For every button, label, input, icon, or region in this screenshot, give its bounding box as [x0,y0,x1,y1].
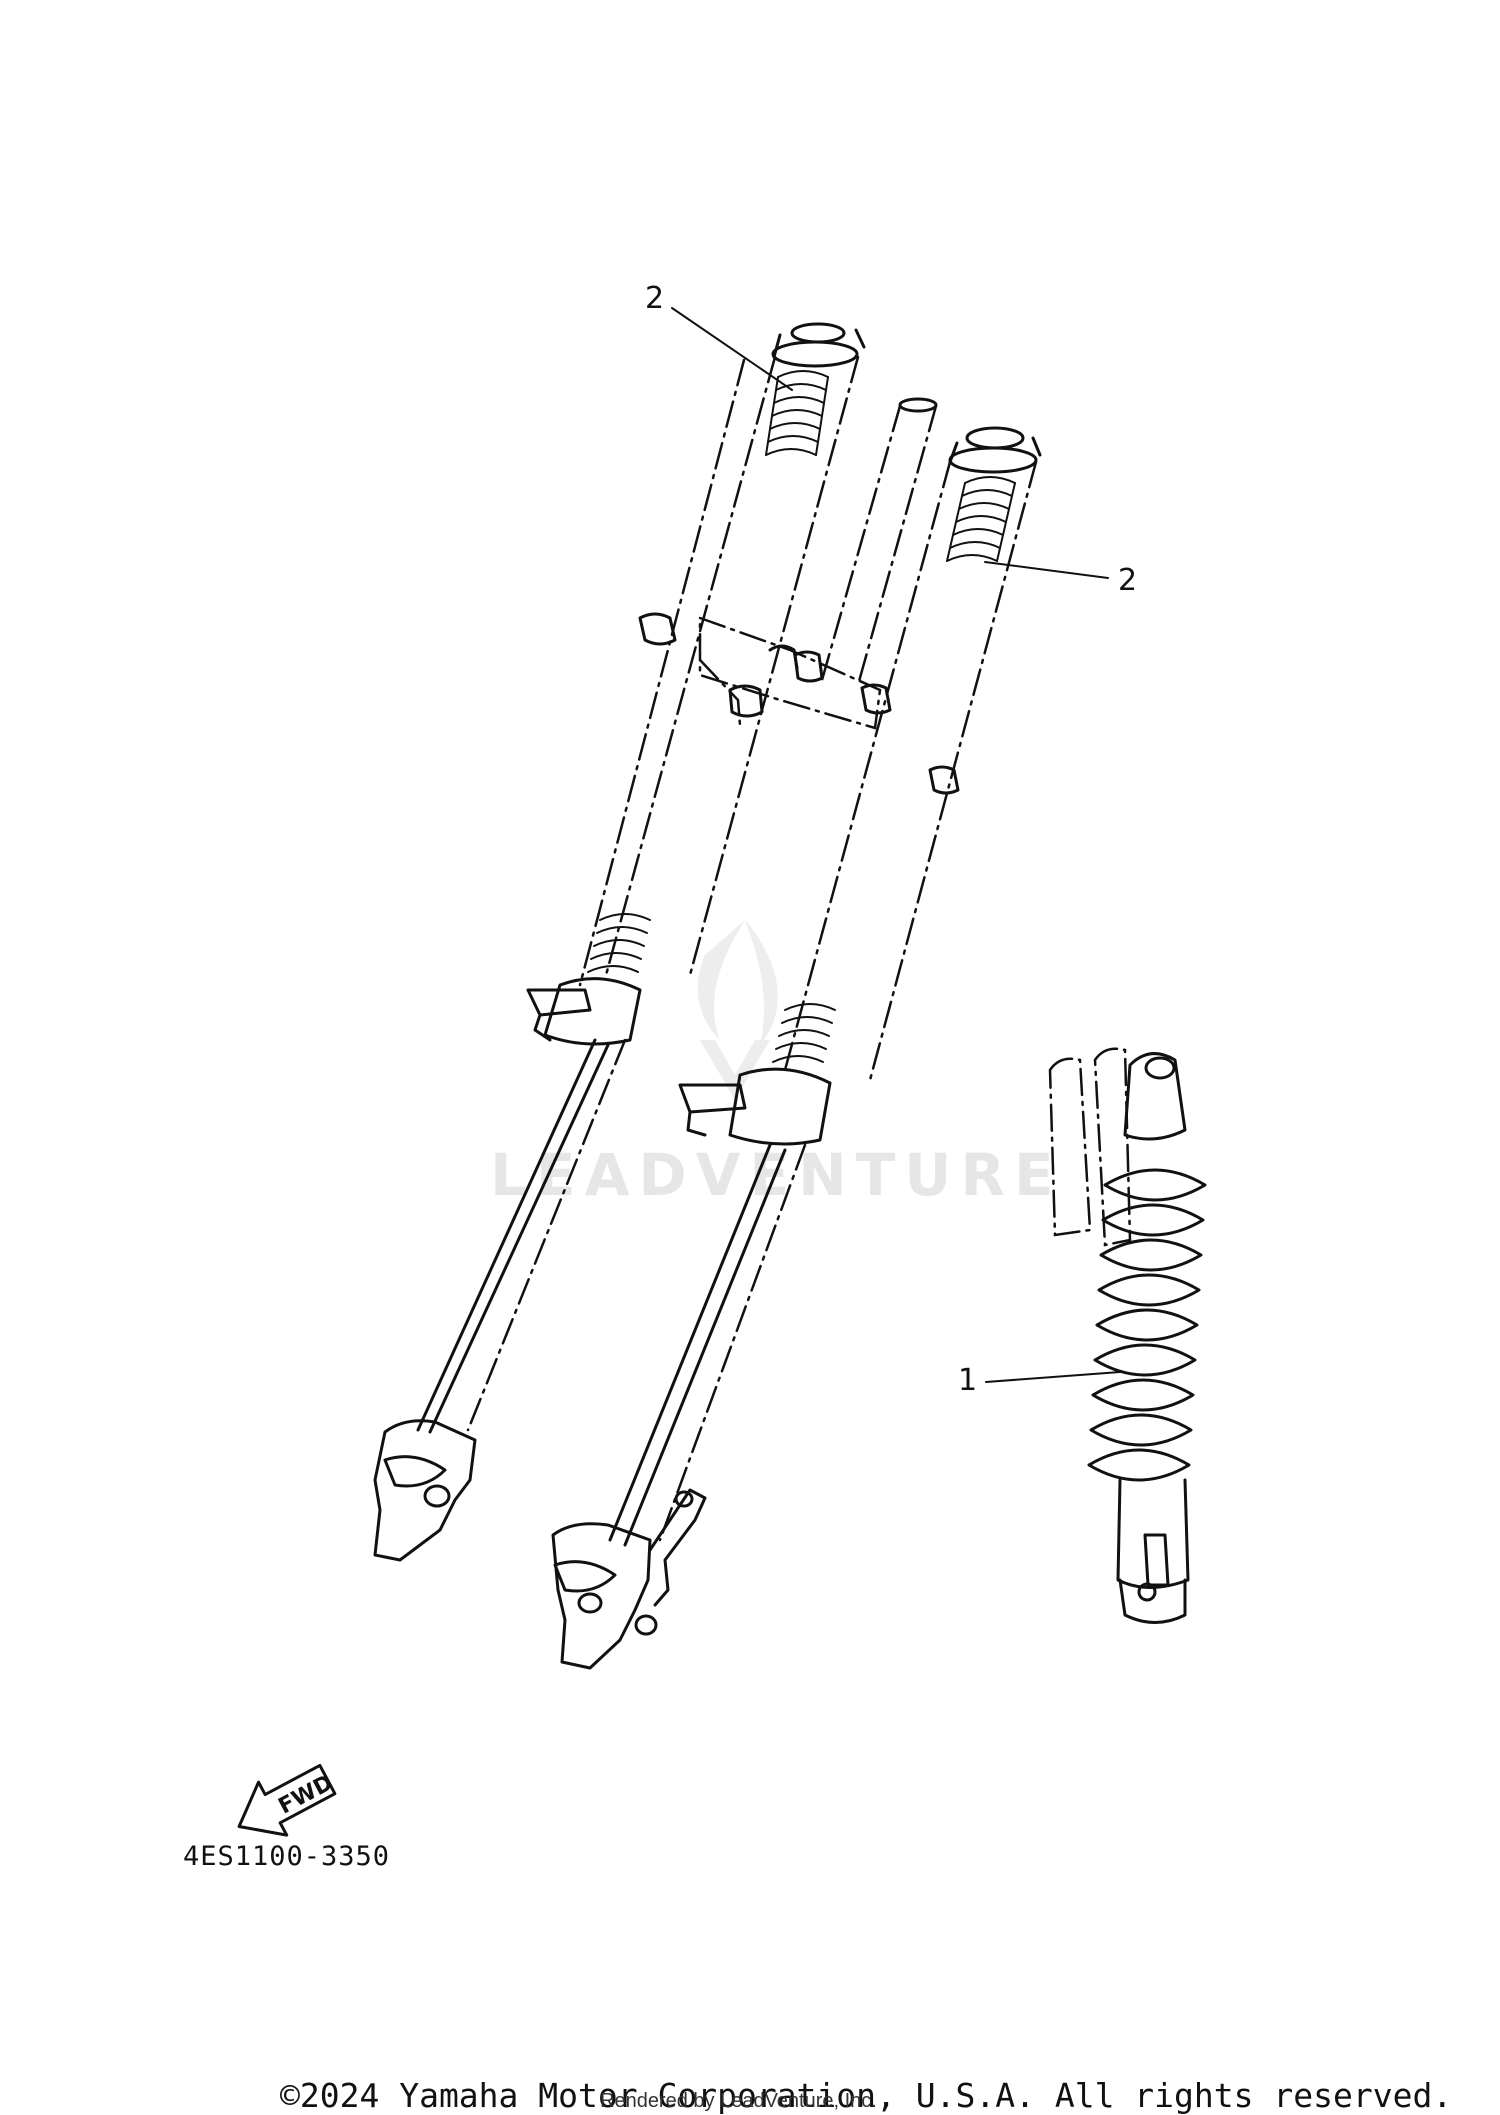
flame-logo-icon [697,920,778,1100]
fwd-arrow-icon: FWD [237,1763,338,1837]
diagram-code: 4ES1100-3350 [183,1841,390,1872]
callout-2-right-number: 2 [1118,563,1137,598]
rear-shock-absorber [1048,1047,1207,1624]
fwd-label: FWD [275,1770,338,1819]
callout-1: 1 [958,1363,1121,1398]
callout-1-number: 1 [958,1363,977,1398]
lower-triple-clamp [638,612,960,795]
left-fork-leg [373,322,866,1562]
shock-spring [1087,1168,1207,1482]
right-fork-spring [946,476,1016,562]
rendered-by-notice: Rendered by LeadVenture, Inc. [600,2090,877,2112]
callout-2-right: 2 [984,561,1137,598]
leadventure-watermark: LEADVENTURE [490,920,1063,1209]
callout-2-left: 2 [645,281,793,391]
left-fork-spring [765,370,829,456]
watermark-text: LEADVENTURE [490,1141,1063,1209]
callout-2-left-number: 2 [645,281,664,316]
copyright-notice: ©2024 Yamaha Motor Corporation, U.S.A. A… [280,2076,1453,2115]
right-fork-leg [551,397,1042,1670]
